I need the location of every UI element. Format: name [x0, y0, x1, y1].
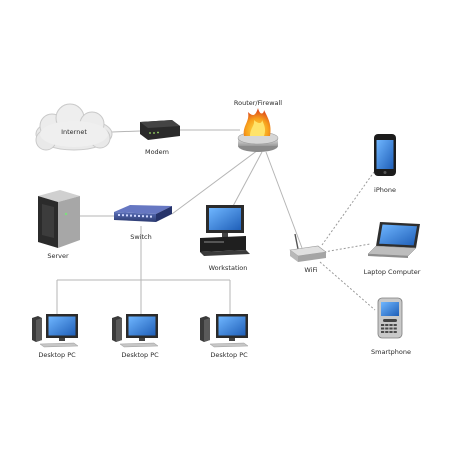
connections	[56, 129, 376, 316]
laptop-icon	[367, 222, 420, 258]
router-label: Router/Firewall	[234, 99, 282, 107]
link-router-switch	[171, 149, 259, 215]
laptop-node[interactable]: Laptop Computer	[364, 222, 421, 276]
wifi-label: WiFi	[304, 266, 317, 274]
wifi-router-icon	[289, 233, 327, 262]
link-internet-modem	[111, 130, 141, 133]
switch-icon	[114, 205, 172, 222]
switch-label: Switch	[130, 233, 152, 241]
smartphone-icon	[377, 297, 403, 339]
modem-icon	[140, 120, 180, 140]
server-node[interactable]: Server	[38, 190, 80, 260]
iphone-label: iPhone	[374, 186, 396, 194]
firewall-icon	[237, 108, 279, 152]
desktop-pc-2-label: Desktop PC	[121, 351, 159, 359]
iphone-node[interactable]: iPhone	[374, 134, 396, 194]
smartphone-node[interactable]: Smartphone	[371, 297, 411, 356]
link-router-wifi	[265, 151, 303, 249]
modem-node[interactable]: Modem	[140, 120, 180, 156]
cloud-icon	[35, 103, 113, 151]
server-label: Server	[47, 252, 69, 260]
workstation-node[interactable]: Workstation	[200, 205, 250, 272]
phone-icon	[374, 134, 396, 176]
internet-label: Internet	[61, 128, 87, 136]
desktop-pc-icon	[32, 314, 79, 348]
server-icon	[38, 190, 80, 248]
switch-node[interactable]: Switch	[114, 205, 172, 241]
link-router-workstation	[231, 151, 263, 209]
link-wifi-laptop	[323, 243, 371, 253]
desktop-pc-1-node[interactable]: Desktop PC	[32, 314, 79, 359]
desktop-pc-2-node[interactable]: Desktop PC	[112, 314, 159, 359]
desktop-pc-1-label: Desktop PC	[38, 351, 76, 359]
workstation-icon	[200, 205, 250, 256]
modem-label: Modem	[145, 148, 169, 156]
desktop-pc-3-node[interactable]: Desktop PC	[200, 314, 249, 359]
workstation-label: Workstation	[209, 264, 248, 272]
desktop-pc-icon	[112, 314, 159, 348]
wifi-node[interactable]: WiFi	[289, 233, 327, 274]
link-wifi-iphone	[321, 171, 375, 246]
desktop-pc-icon	[200, 314, 249, 348]
laptop-label: Laptop Computer	[364, 268, 421, 276]
smartphone-label: Smartphone	[371, 348, 411, 356]
router-node[interactable]: Router/Firewall	[234, 99, 282, 152]
desktop-pc-3-label: Desktop PC	[210, 351, 248, 359]
link-wifi-smartphone	[319, 261, 376, 311]
internet-node[interactable]: Internet	[35, 103, 113, 151]
